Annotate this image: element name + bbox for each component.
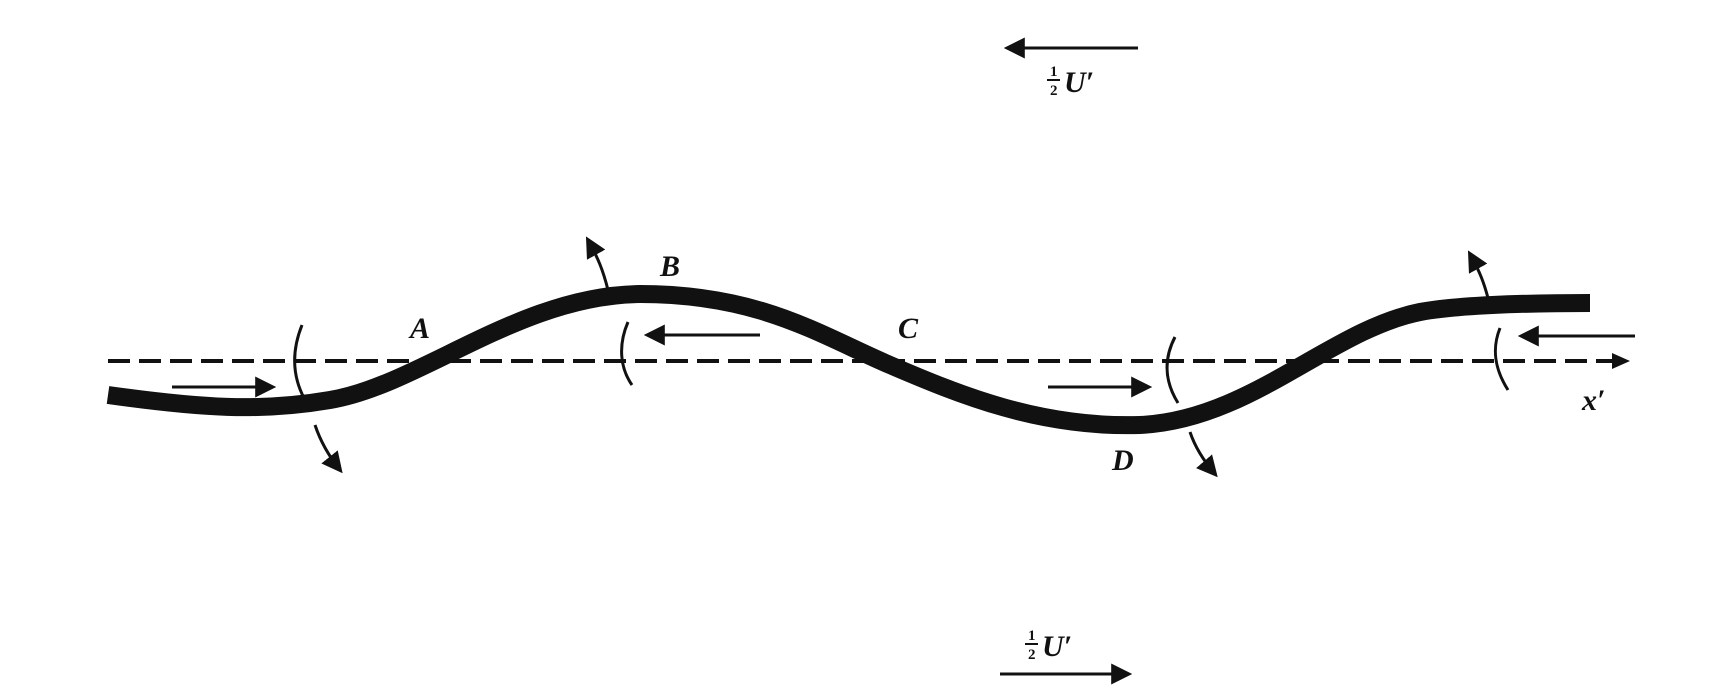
x-axis-arrowhead — [1612, 353, 1630, 369]
section-mark-3 — [1165, 336, 1180, 404]
section-mark-4 — [1493, 327, 1510, 391]
rotation-arrow-2 — [585, 236, 610, 291]
section-mark-2 — [620, 321, 634, 386]
top-velocity-label: 1 2 U′ — [1047, 64, 1094, 99]
bottom-velocity-numerator: 1 — [1028, 628, 1036, 644]
label-point-c: C — [898, 312, 919, 345]
rotation-arrow-1 — [313, 424, 343, 474]
rotation-arrow-3 — [1188, 431, 1218, 478]
label-x-axis: x′ — [1581, 384, 1605, 417]
vortex-sheet-wave — [106, 284, 1591, 435]
label-point-a: A — [408, 312, 430, 345]
bottom-velocity-symbol: U′ — [1042, 630, 1072, 663]
rotation-arrow-4 — [1467, 250, 1490, 299]
label-point-b: B — [659, 250, 680, 283]
top-velocity-denominator: 2 — [1050, 83, 1058, 99]
section-mark-1 — [293, 324, 306, 399]
label-point-d: D — [1111, 444, 1134, 477]
bottom-velocity-label: 1 2 U′ — [1025, 628, 1072, 663]
bottom-velocity-denominator: 2 — [1028, 647, 1036, 663]
top-velocity-symbol: U′ — [1064, 66, 1094, 99]
top-velocity-numerator: 1 — [1050, 64, 1058, 80]
